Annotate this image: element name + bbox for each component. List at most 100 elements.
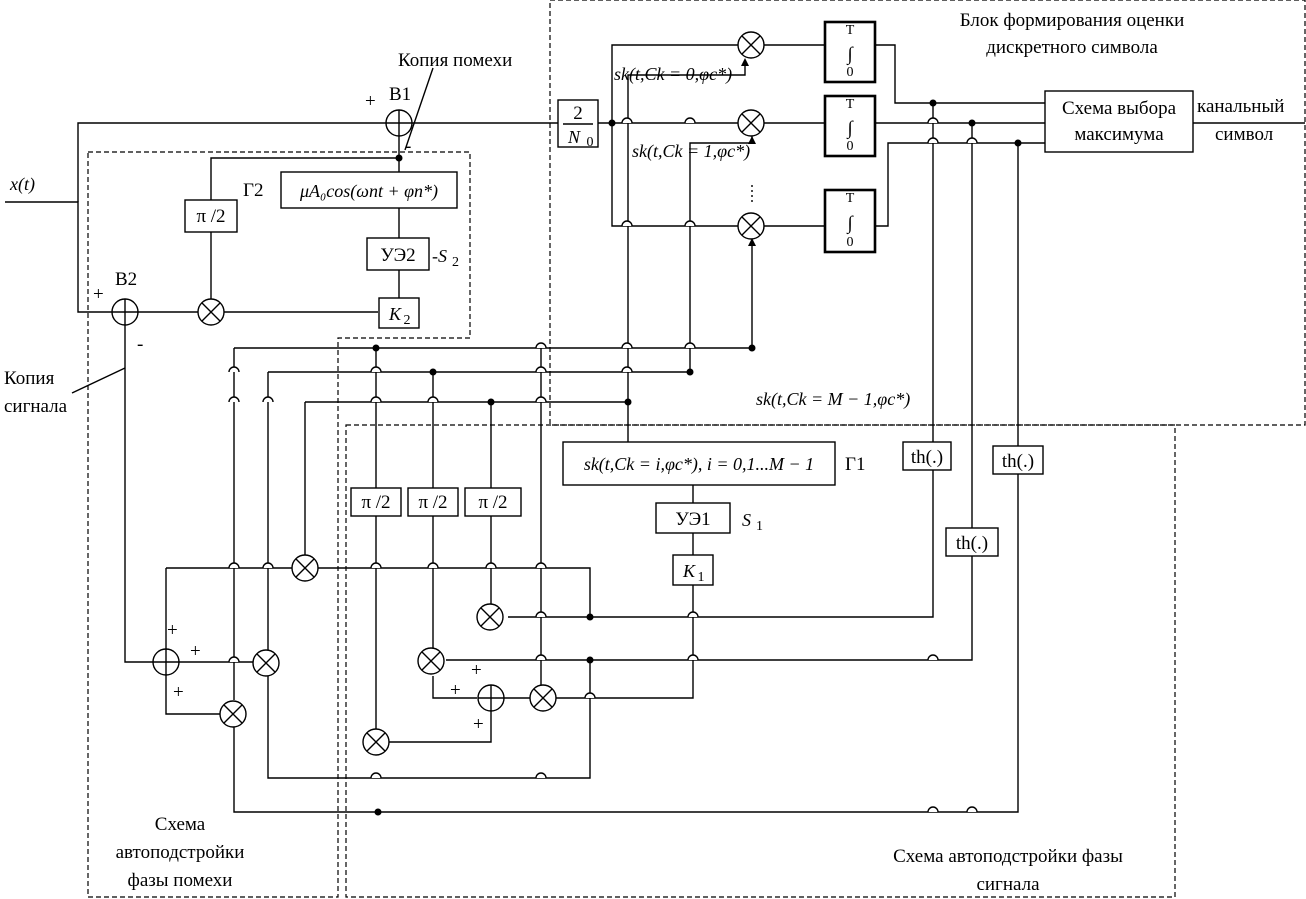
labels: Блок формирования оценки дискретного сим…: [4, 10, 1284, 895]
svg-text:th(.): th(.): [1002, 451, 1034, 472]
th-block-3: th(.): [992, 445, 1044, 475]
multipliers: [197, 31, 765, 756]
multiplier-b: [252, 649, 280, 677]
svg-text:π /2: π /2: [361, 492, 390, 513]
sign-b2-plus: +: [93, 284, 104, 305]
summer-interf: [152, 648, 180, 676]
svg-text:K: K: [682, 561, 696, 581]
integrator-m: T ∫ 0: [823, 188, 877, 254]
block-title-line-2: дискретного символа: [986, 37, 1158, 58]
ue2-block: УЭ2: [366, 237, 430, 271]
sign-interf-plus-2: +: [190, 641, 201, 662]
svg-text:2: 2: [404, 313, 411, 328]
g2-label: Г2: [243, 180, 263, 201]
signal-scheme-label-1: Схема автоподстройки фазы: [893, 846, 1123, 867]
k1-block: K 1: [672, 554, 714, 586]
multiplier-d: [476, 603, 504, 631]
input-label: x(t): [9, 174, 35, 195]
s1-sub-label: 1: [756, 519, 763, 534]
s2-sub-label: 2: [452, 255, 459, 270]
signal-scheme-label-2: сигнала: [976, 874, 1040, 895]
svg-text:T: T: [846, 97, 855, 112]
sign-signal-plus-2: +: [450, 680, 461, 701]
gain-block: 2 N 0: [557, 99, 599, 150]
svg-text:∫: ∫: [846, 213, 854, 235]
multiplier-f: [529, 684, 557, 712]
interference-scheme-label-1: Схема: [155, 814, 206, 835]
th-block-1: th(.): [902, 441, 952, 471]
pi2-block-1: π /2: [350, 487, 402, 517]
signal-label-m: sk(t,Ck = M − 1,φc*): [756, 389, 910, 410]
arrowheads: [741, 58, 756, 246]
sign-interf-plus-1: +: [167, 620, 178, 641]
integrator-1: T ∫ 0: [823, 94, 877, 158]
svg-text:sk(t,Ck = i,φc*), i = 0,1...M: sk(t,Ck = i,φc*), i = 0,1...M − 1: [584, 454, 814, 475]
svg-text:K: K: [388, 304, 402, 324]
s1-label: S: [742, 510, 751, 530]
multiplier-g: [362, 728, 390, 756]
summer-b1: [385, 109, 413, 137]
svg-text:th(.): th(.): [956, 533, 988, 554]
svg-text:∫: ∫: [846, 118, 854, 140]
pi2-block-3: π /2: [464, 487, 522, 517]
svg-text:T: T: [846, 23, 855, 38]
multiplier-0: [737, 31, 765, 59]
svg-text:π /2: π /2: [418, 492, 447, 513]
svg-text:0: 0: [847, 235, 854, 250]
multiplier-g2: [197, 298, 225, 326]
frame-interference-pll: [87, 151, 471, 898]
sign-signal-plus-1: +: [471, 660, 482, 681]
interference-scheme-label-2: автоподстройки: [116, 842, 245, 863]
g1-generator: sk(t,Ck = i,φc*), i = 0,1...M − 1: [562, 441, 836, 486]
sign-b1-plus: +: [365, 91, 376, 112]
svg-text:N: N: [567, 127, 581, 147]
b1-label: B1: [389, 84, 411, 105]
multiplier-a: [291, 554, 319, 582]
pi2-g2-block: π /2: [184, 199, 238, 233]
ue1-block: УЭ1: [655, 502, 731, 534]
svg-text:максимума: максимума: [1074, 124, 1164, 145]
svg-text:∫: ∫: [846, 44, 854, 66]
integrator-0: T ∫ 0: [823, 20, 877, 84]
signal-copy-label-1: Копия: [4, 368, 55, 389]
sign-b2-minus: -: [137, 334, 143, 355]
multiplier-e: [417, 647, 445, 675]
frame-signal-pll: [345, 424, 1176, 898]
svg-text:μA₀cos(ωпt + φп*): μA₀cos(ωпt + φп*): [299, 181, 438, 202]
svg-text:th(.): th(.): [911, 447, 943, 468]
svg-text:0: 0: [847, 65, 854, 80]
frame-estimation-block: [549, 0, 1306, 426]
svg-text:Схема выбора: Схема выбора: [1062, 98, 1177, 119]
th-block-2: th(.): [945, 527, 999, 557]
output-label-1: канальный: [1197, 96, 1284, 117]
s2-label: -S: [432, 246, 447, 266]
sign-b1-minus: -: [405, 136, 411, 157]
signal-copy-label-2: сигнала: [4, 396, 68, 417]
svg-text:0: 0: [847, 139, 854, 154]
interference-copy-label: Копия помехи: [398, 50, 512, 71]
summer-b2: [111, 298, 139, 326]
pi2-blocks: π /2 π /2 π /2: [350, 487, 522, 517]
wire-hops: [228, 117, 978, 813]
svg-text:0: 0: [587, 135, 594, 150]
max-select-block: Схема выбора максимума: [1044, 90, 1194, 153]
k2-block: K 2: [378, 297, 420, 329]
svg-text:УЭ2: УЭ2: [380, 245, 415, 266]
signal-label-0: sk(t,Ck = 0,φc*): [614, 64, 732, 85]
sign-interf-plus-3: +: [173, 682, 184, 703]
sign-signal-plus-3: +: [473, 714, 484, 735]
g2-generator: μA₀cos(ωпt + φп*): [280, 171, 458, 209]
svg-text:УЭ1: УЭ1: [675, 509, 710, 530]
multiplier-c: [219, 700, 247, 728]
svg-text:π /2: π /2: [196, 206, 225, 227]
multiplier-m: [737, 212, 765, 240]
svg-text:2: 2: [573, 103, 583, 124]
multiplier-1: [737, 109, 765, 137]
integrators: T ∫ 0 T ∫ 0 T ∫ 0: [823, 20, 877, 254]
pi2-block-2: π /2: [407, 487, 459, 517]
summer-signal: [477, 684, 505, 712]
svg-text:π /2: π /2: [478, 492, 507, 513]
b2-label: B2: [115, 269, 137, 290]
junction-dots: [372, 99, 1022, 816]
